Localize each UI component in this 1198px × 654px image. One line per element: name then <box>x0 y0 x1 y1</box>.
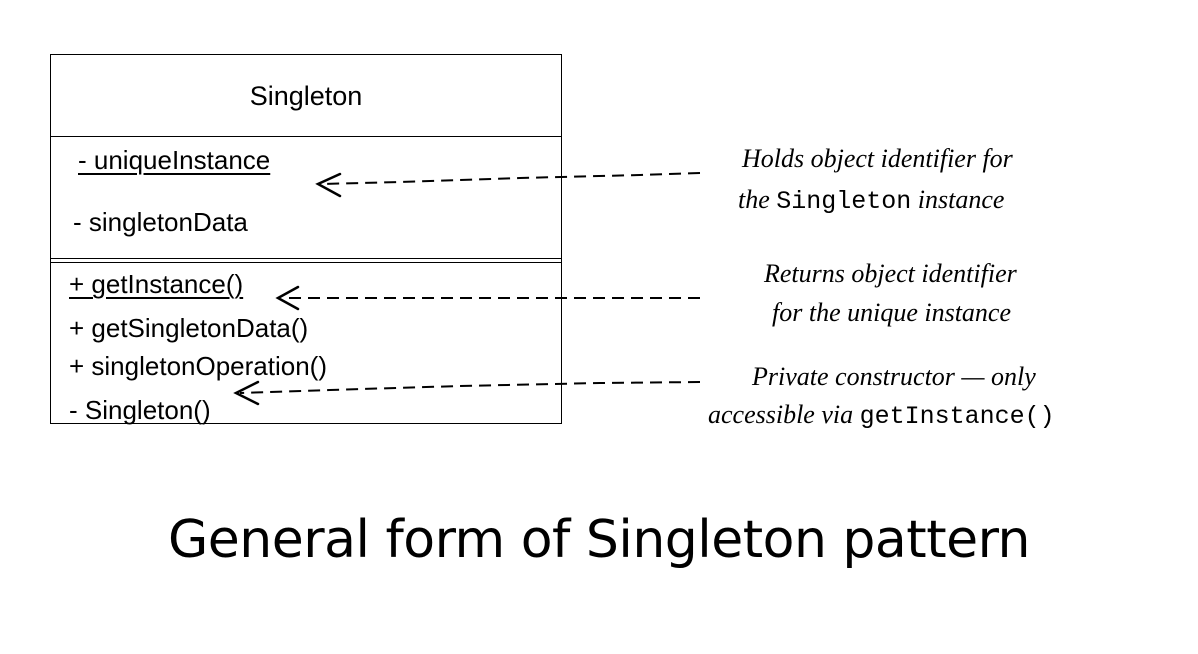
note-constructor-code: getInstance() <box>859 402 1055 431</box>
note-get-instance-line2: for the unique instance <box>772 298 1012 327</box>
singleton-class-box: Singleton - uniqueInstance - singletonDa… <box>50 54 562 424</box>
attributes-divider-bottom <box>51 262 561 263</box>
note-constructor-pre: accessible via <box>708 400 854 429</box>
operation-get-singleton-data: + getSingletonData() <box>69 313 309 343</box>
attribute-unique-instance: - uniqueInstance <box>78 145 271 175</box>
arrow-line-constructor <box>239 381 701 394</box>
operation-singleton-constructor: - Singleton() <box>69 395 211 425</box>
operation-get-instance: + getInstance() <box>69 269 244 299</box>
name-divider <box>51 136 561 137</box>
class-name: Singleton <box>249 81 363 111</box>
note-constructor-line1: Private constructor — only <box>752 362 1036 391</box>
arrowhead-get-instance <box>275 285 300 311</box>
note-unique-instance-pre: the <box>738 185 770 214</box>
note-unique-instance-line2: the Singleton instance <box>738 185 1005 216</box>
arrowhead-unique-instance <box>315 172 342 198</box>
note-get-instance-line1: Returns object identifier <box>764 259 1017 288</box>
attribute-singleton-data: - singletonData <box>73 207 248 237</box>
note-unique-instance-post: instance <box>917 185 1005 214</box>
arrow-line-unique-instance <box>321 172 701 185</box>
arrowhead-constructor <box>233 380 260 406</box>
attributes-divider-top <box>51 258 561 259</box>
note-unique-instance-line1: Holds object identifier for <box>742 144 1013 173</box>
note-constructor-line2: accessible via getInstance() <box>708 400 1055 431</box>
diagram-caption: General form of Singleton pattern <box>168 510 1031 570</box>
note-unique-instance-code: Singleton <box>776 187 912 216</box>
operation-singleton-operation: + singletonOperation() <box>69 351 327 381</box>
